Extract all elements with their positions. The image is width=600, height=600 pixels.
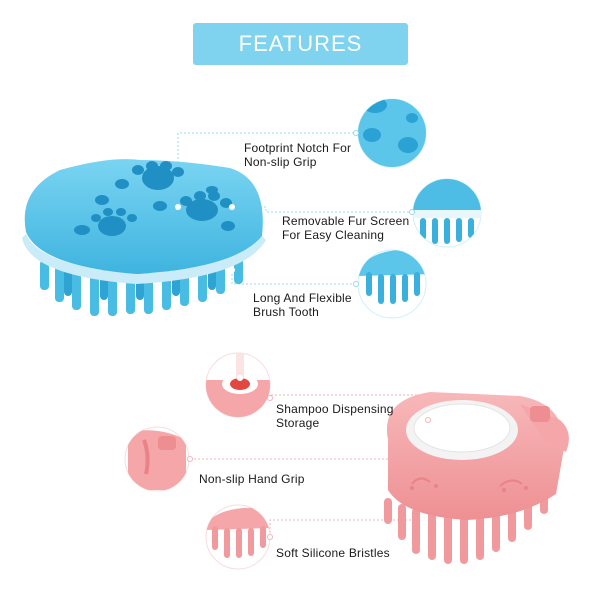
feature-bristles-line1: Soft Silicone Bristles [276,546,390,560]
feature-footprint-line2: Non-slip Grip [244,155,317,169]
blue-brush [22,159,266,316]
feature-label-fur-screen: Removable Fur Screen For Easy Cleaning [282,214,409,242]
detail-circle-shampoo [205,352,273,418]
feature-fur-screen-line2: For Easy Cleaning [282,228,385,242]
feature-brush-tooth-line2: Brush Tooth [253,305,320,319]
pink-brush [384,392,569,564]
feature-footprint-line1: Footprint Notch For [244,141,352,155]
features-title: FEATURES [238,31,363,56]
features-banner: FEATURES [193,23,408,65]
feature-label-hand-grip: Non-slip Hand Grip [199,472,305,486]
feature-brush-tooth-line1: Long And Flexible [253,291,352,305]
feature-label-shampoo: Shampoo Dispensing Storage [276,402,394,430]
detail-circle-bristles [205,504,273,570]
detail-circle-fur-screen [409,178,482,248]
feature-label-bristles: Soft Silicone Bristles [276,546,390,560]
feature-hand-grip-line1: Non-slip Hand Grip [199,472,305,486]
detail-circle-brush-tooth [353,249,427,319]
detail-circle-hand-grip [124,426,193,492]
feature-label-footprint: Footprint Notch For Non-slip Grip [244,141,351,169]
feature-shampoo-line1: Shampoo Dispensing [276,402,394,416]
feature-fur-screen-line1: Removable Fur Screen [282,214,410,228]
detail-circle-footprint [353,98,427,168]
feature-shampoo-line2: Storage [276,416,320,430]
feature-label-brush-tooth: Long And Flexible Brush Tooth [253,291,352,319]
